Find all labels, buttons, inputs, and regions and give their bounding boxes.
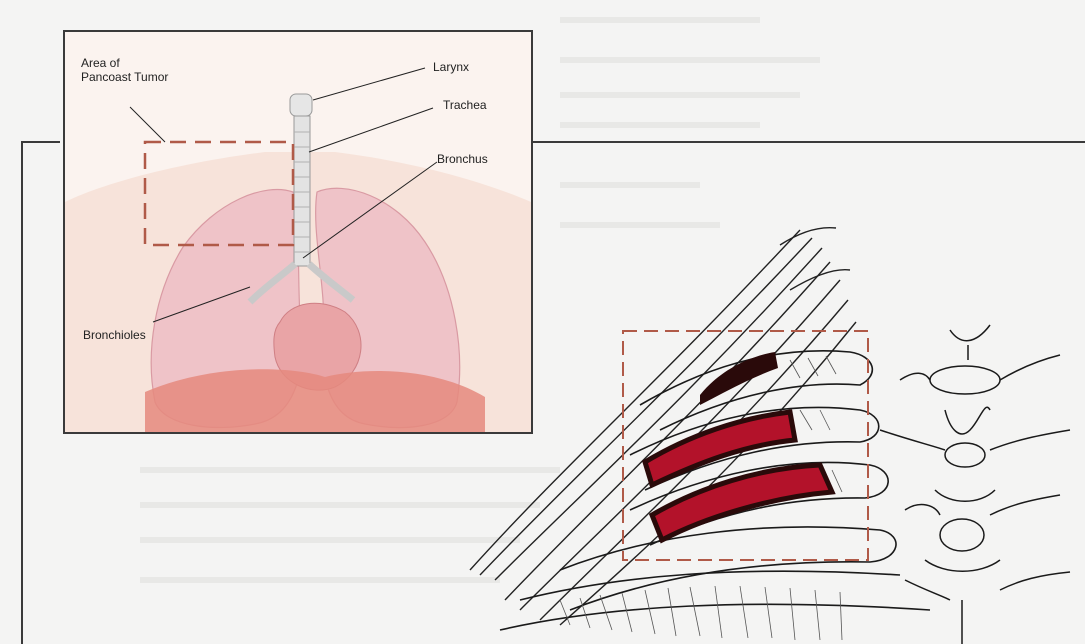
spine-icon [880, 325, 1070, 644]
lungs-icon [65, 32, 531, 432]
trachea-icon [294, 116, 310, 266]
tumor-mass [645, 352, 832, 540]
label-tumor-area: Area of Pancoast Tumor [81, 56, 168, 84]
tumor-upper [700, 352, 778, 405]
larynx-icon [290, 94, 312, 116]
label-bronchioles: Bronchioles [83, 328, 146, 342]
diaphragm [145, 369, 485, 432]
inset-panel: Area of Pancoast Tumor Larynx Trachea Br… [63, 30, 533, 434]
label-bronchus: Bronchus [437, 152, 488, 166]
label-larynx: Larynx [433, 60, 469, 74]
label-trachea: Trachea [443, 98, 487, 112]
